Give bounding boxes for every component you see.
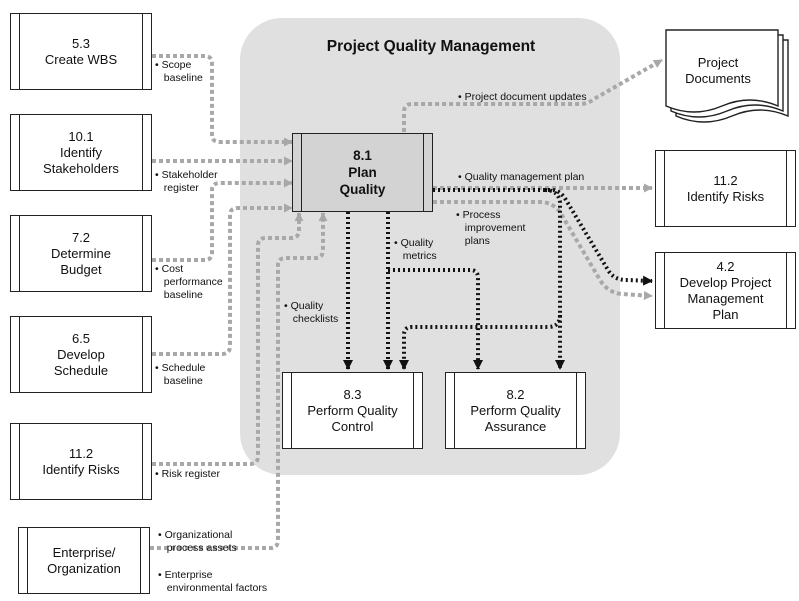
flow-schedule-baseline (152, 203, 293, 356)
process-name-line1: Plan (348, 165, 377, 180)
process-plan-quality[interactable]: 8.1 Plan Quality (292, 133, 433, 212)
input-id: 5.3 (71, 35, 91, 51)
output-id: 11.2 (713, 172, 738, 188)
input-name: Organization (47, 560, 121, 576)
input-name: Budget (60, 261, 102, 277)
input-name: Identify (60, 144, 102, 160)
label-scope-baseline: • Scope baseline (155, 59, 203, 84)
label-quality-checklists: • Quality checklists (284, 300, 339, 325)
input-identify-stakeholders[interactable]: 10.1 Identify Stakeholders (10, 114, 152, 191)
output-name: Assurance (484, 418, 547, 434)
label-risk-register: • Risk register (155, 468, 220, 480)
flow-risk-register (152, 212, 304, 466)
output-name: Plan (712, 306, 739, 322)
input-name: Enterprise/ (52, 544, 116, 560)
label-schedule-baseline: • Schedule baseline (155, 362, 206, 387)
label-quality-management-plan: • Quality management plan (458, 171, 585, 183)
flow-org-assets (150, 212, 328, 550)
input-create-wbs[interactable]: 5.3 Create WBS (10, 13, 152, 90)
label-cost-baseline: • Cost performance baseline (155, 263, 223, 301)
output-id: 8.2 (506, 386, 525, 402)
output-name: Identify Risks (686, 188, 765, 204)
documents-stack-icon (665, 29, 789, 123)
flow-qmp-to-qa (544, 188, 565, 370)
input-id: 11.2 (68, 445, 94, 461)
input-identify-risks[interactable]: 11.2 Identify Risks (10, 423, 152, 500)
input-id: 7.2 (71, 229, 91, 245)
label-doc-updates: • Project document updates (458, 91, 587, 103)
output-project-documents[interactable]: Project Documents (666, 55, 770, 87)
output-name: Develop Project (679, 274, 772, 290)
input-name: Schedule (53, 362, 109, 378)
diagram-title: Project Quality Management (326, 38, 536, 55)
output-perform-quality-control[interactable]: 8.3 Perform Quality Control (282, 372, 423, 449)
flow-qmp-to-pmp (433, 188, 653, 286)
input-name: Stakeholders (43, 160, 119, 176)
input-determine-budget[interactable]: 7.2 Determine Budget (10, 215, 152, 292)
input-id: 10.1 (68, 128, 94, 144)
output-id: 4.2 (716, 258, 735, 274)
input-name: Determine (51, 245, 111, 261)
input-name: Develop (57, 346, 105, 362)
label-enterprise-factors: • Enterprise environmental factors (158, 569, 268, 594)
process-id: 8.1 (353, 148, 372, 163)
input-id: 6.5 (71, 330, 91, 346)
output-identify-risks[interactable]: 11.2 Identify Risks (655, 150, 796, 227)
output-name: Perform Quality (470, 402, 561, 418)
label-stakeholder-register: • Stakeholder register (155, 169, 218, 194)
output-name: Control (331, 418, 374, 434)
flow-doc-updates (402, 58, 663, 132)
output-perform-quality-assurance[interactable]: 8.2 Perform Quality Assurance (445, 372, 586, 449)
output-name: Perform Quality (307, 402, 398, 418)
documents-line1: Project (697, 55, 739, 70)
documents-line2: Documents (685, 71, 751, 86)
input-name: Identify Risks (42, 461, 120, 477)
input-develop-schedule[interactable]: 6.5 Develop Schedule (10, 316, 152, 393)
output-develop-pmp[interactable]: 4.2 Develop Project Management Plan (655, 252, 796, 329)
output-name: Management (687, 290, 764, 306)
input-name: Create WBS (44, 51, 118, 67)
input-enterprise-organization[interactable]: Enterprise/ Organization (18, 527, 150, 594)
output-id: 8.3 (343, 386, 362, 402)
flow-scope-baseline (152, 54, 293, 147)
flow-qmp-to-qc (399, 314, 562, 370)
process-group-panel (240, 18, 620, 475)
label-process-improvement-plans: • Process improvement plans (456, 209, 526, 247)
label-quality-metrics: • Quality metrics (394, 237, 437, 262)
label-org-process-assets: • Organizational process assets (158, 529, 237, 554)
process-name-line2: Quality (339, 182, 386, 197)
flow-cost-baseline (152, 178, 293, 262)
flow-pip-to-pmp (433, 200, 653, 300)
